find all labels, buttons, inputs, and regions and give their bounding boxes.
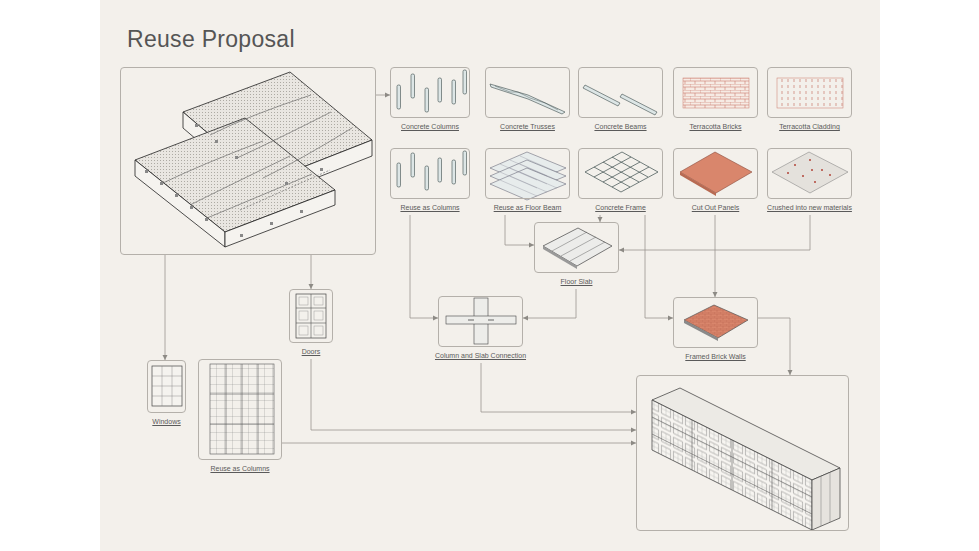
reuse-card: Reuse as Columns: [198, 359, 282, 476]
card-frame: [147, 360, 186, 413]
reuse-card: Terracotta Bricks: [673, 67, 758, 134]
card-frame: [289, 289, 333, 343]
reuse-card: Concrete Frame: [578, 148, 663, 215]
card-label: Concrete Frame: [595, 203, 646, 212]
reuse-card: Concrete Beams: [578, 67, 663, 134]
card-label: Floor Slab: [561, 277, 593, 286]
card-frame: [578, 148, 663, 199]
card-frame: [673, 148, 758, 199]
flow-connector: [715, 215, 716, 297]
card-frame: [673, 67, 758, 118]
reuse-card: Floor Slab: [534, 222, 619, 289]
flow-connector: [619, 215, 810, 250]
card-frame: [390, 148, 470, 199]
card-label: Cut Out Panels: [692, 203, 739, 212]
card-frame: [485, 67, 570, 118]
card-label: Terracotta Cladding: [779, 122, 840, 131]
card-frame: [767, 67, 852, 118]
card-label: Reuse as Columns: [400, 203, 459, 212]
reuse-card: [636, 375, 849, 531]
card-label: Reuse as Columns: [210, 464, 269, 473]
reuse-card: Concrete Trusses: [485, 67, 570, 134]
card-frame: [120, 67, 376, 255]
card-frame: [198, 359, 282, 460]
card-label: Concrete Trusses: [500, 122, 555, 131]
card-frame: [673, 297, 758, 348]
flow-connector: [282, 443, 636, 444]
flow-connector: [600, 215, 601, 222]
card-frame: [534, 222, 619, 273]
flow-connector: [165, 255, 166, 360]
card-label: Windows: [152, 417, 180, 426]
reuse-card: [120, 67, 376, 255]
flow-connector: [376, 95, 390, 96]
flow-connector: [410, 215, 438, 318]
card-frame: [767, 148, 852, 199]
card-label: Column and Slab Connection: [435, 351, 526, 360]
reuse-card: Reuse as Floor Beam: [485, 148, 570, 215]
card-label: Terracotta Bricks: [689, 122, 741, 131]
card-label: Reuse as Floor Beam: [494, 203, 562, 212]
flow-connector: [311, 359, 636, 430]
reuse-card: Cut Out Panels: [673, 148, 758, 215]
flow-connector: [311, 255, 312, 289]
card-label: Crushed into new materials: [767, 203, 852, 212]
card-frame: [390, 67, 470, 118]
card-label: Concrete Beams: [594, 122, 646, 131]
card-label: Concrete Columns: [401, 122, 459, 131]
reuse-card: Crushed into new materials: [767, 148, 852, 215]
card-frame: [438, 296, 523, 347]
reuse-card: Windows: [147, 360, 186, 429]
reuse-card: Framed Brick Walls: [673, 297, 758, 364]
diagram-title: Reuse Proposal: [127, 26, 295, 53]
reuse-card: Concrete Columns: [390, 67, 470, 134]
reuse-card: Terracotta Cladding: [767, 67, 852, 134]
flow-connector: [505, 215, 534, 245]
reuse-card: Column and Slab Connection: [438, 296, 523, 363]
flow-connector: [645, 215, 673, 318]
card-frame: [578, 67, 663, 118]
reuse-card: Reuse as Columns: [390, 148, 470, 215]
flow-connector: [481, 363, 636, 412]
card-frame: [636, 375, 849, 531]
card-label: Framed Brick Walls: [685, 352, 745, 361]
flow-connector: [523, 289, 576, 318]
card-frame: [485, 148, 570, 199]
reuse-card: Doors: [289, 289, 333, 359]
flow-connector: [758, 318, 790, 375]
card-label: Doors: [302, 347, 321, 356]
